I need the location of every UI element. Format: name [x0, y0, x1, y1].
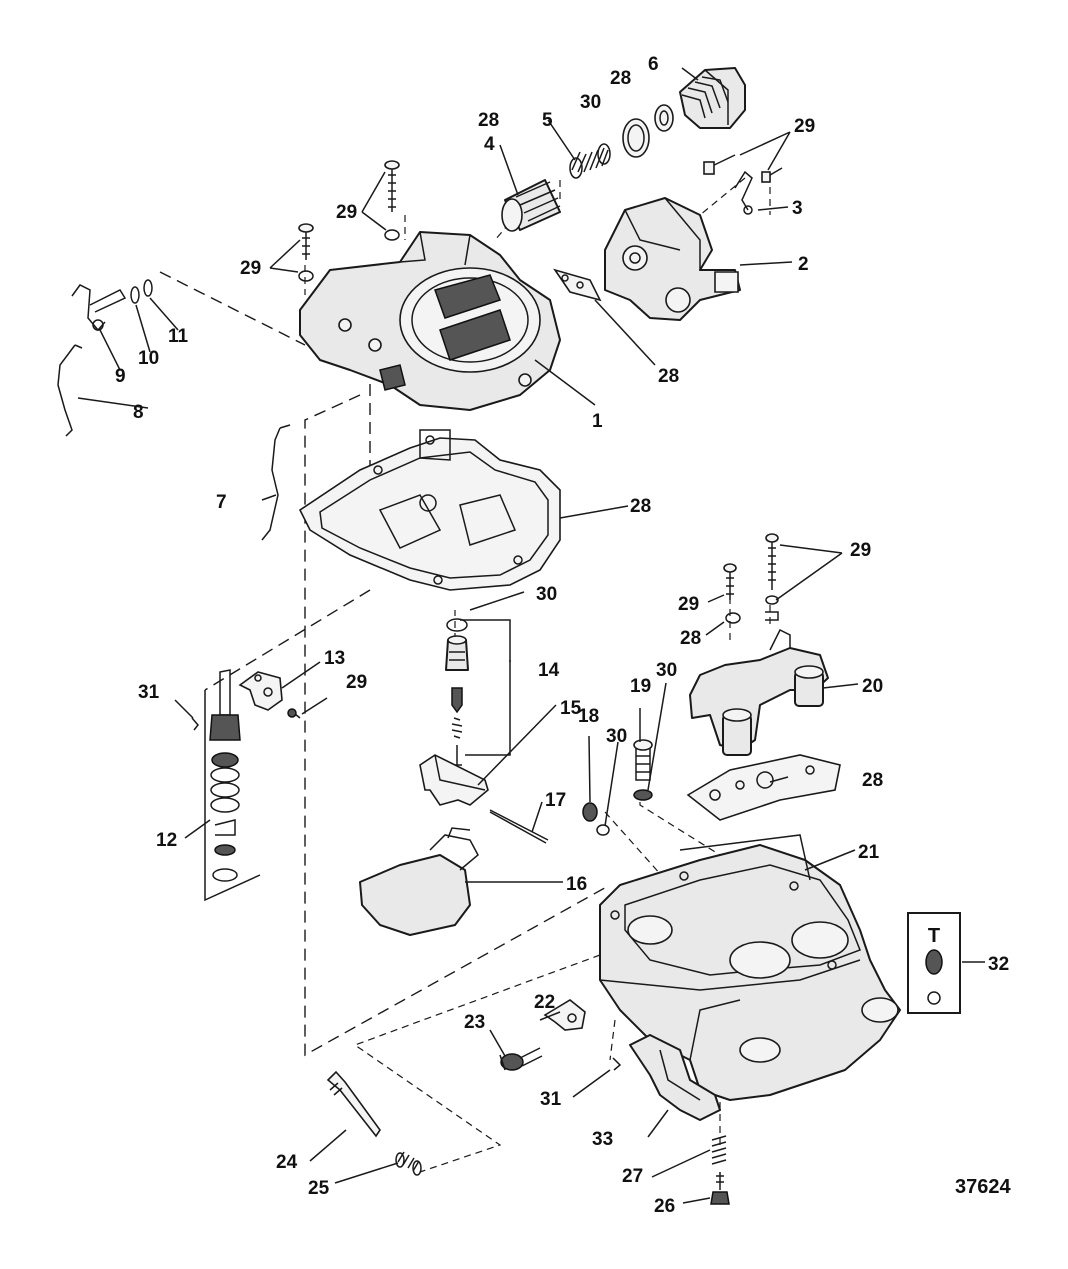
part-3-clip	[734, 170, 753, 211]
callout-13: 13	[324, 648, 345, 669]
callout-3: 3	[792, 198, 803, 219]
part-14-needle-seat	[445, 618, 511, 766]
callout-15: 15	[560, 698, 582, 719]
part-29-screws-choke	[703, 154, 783, 183]
part-12-pump-assembly	[204, 669, 261, 902]
part-30-gasket-top	[622, 118, 650, 158]
callout-31-left: 31	[138, 682, 160, 703]
callout-30-top: 30	[580, 92, 601, 113]
callout-29-airhorn-left: 29	[240, 258, 261, 279]
callout-29-venturi-left: 29	[678, 594, 699, 615]
callout-8: 8	[133, 402, 144, 423]
part-30-gasket-19	[633, 789, 653, 801]
part-21-float-bowl	[599, 834, 901, 1101]
callout-28-choke-gasket: 28	[658, 366, 679, 387]
callout-29-venturi-right: 29	[850, 540, 871, 561]
callout-10: 10	[138, 348, 159, 369]
part-28-washer-top	[654, 104, 674, 132]
callout-21: 21	[858, 842, 880, 863]
callout-29-pump: 29	[346, 672, 367, 693]
callout-9: 9	[115, 366, 126, 387]
callout-leaders	[77, 67, 859, 1204]
part-25-spring	[395, 1151, 422, 1176]
callout-20: 20	[862, 676, 883, 697]
callout-32: 32	[988, 954, 1009, 975]
part-24-mixture-needle	[326, 1070, 381, 1138]
callout-28-main-gasket: 28	[630, 496, 651, 517]
callout-27: 27	[622, 1166, 643, 1187]
part-22-fast-idle-cam	[543, 999, 586, 1031]
callout-23: 23	[464, 1012, 485, 1033]
callout-6: 6	[648, 54, 659, 75]
callout-12: 12	[156, 830, 177, 851]
callout-29-choke: 29	[794, 116, 815, 137]
part-11-clip	[143, 279, 153, 297]
part-20-venturi-cluster	[689, 628, 829, 756]
part-31-clip-lower	[612, 1057, 622, 1071]
kit-box-letter: T	[928, 925, 940, 947]
callout-30-plug18: 30	[606, 726, 627, 747]
part-16-float	[359, 827, 479, 936]
part-29-screws-venturi	[723, 533, 779, 621]
callout-28-top: 28	[610, 68, 631, 89]
part-9-lever	[71, 284, 127, 332]
part-5-spring	[569, 143, 611, 179]
part-13-pump-lever-bracket	[238, 671, 283, 711]
callout-30-jet19: 30	[656, 660, 677, 681]
part-4-fuel-filter	[501, 179, 561, 232]
part-32-kit-box: T	[907, 912, 985, 1014]
part-6-inlet-fitting	[679, 67, 746, 129]
callout-33: 33	[592, 1129, 613, 1150]
part-10-washer	[130, 286, 140, 304]
callout-26: 26	[654, 1196, 675, 1217]
callout-16: 16	[566, 874, 587, 895]
figure-number: 37624	[955, 1176, 1011, 1198]
part-1-air-horn	[299, 231, 561, 411]
part-30-gasket-18	[596, 824, 610, 836]
callout-22: 22	[534, 992, 555, 1013]
part-17-float-pin	[489, 809, 549, 841]
callout-30-needle: 30	[536, 584, 557, 605]
callout-5: 5	[542, 110, 553, 131]
callout-1: 1	[592, 411, 603, 432]
part-23-idle-screw	[499, 1047, 543, 1071]
callout-4: 4	[484, 134, 495, 155]
part-19-jet	[633, 739, 653, 781]
callout-7: 7	[216, 492, 227, 513]
part-15-float-hinge	[419, 754, 489, 806]
callout-labels: 1 2 3 4 5 6 7 8 9 10 11 12 13 14 15 16 1…	[115, 54, 1009, 1217]
part-31-clip-left	[191, 717, 199, 731]
part-8-choke-rod	[57, 344, 76, 437]
part-28-main-gasket	[298, 429, 561, 591]
callout-2: 2	[798, 254, 809, 275]
part-18-plug	[582, 802, 598, 822]
part-2-choke-housing	[604, 197, 741, 321]
callout-17: 17	[545, 790, 566, 811]
callout-28-venturi-gasket: 28	[862, 770, 883, 791]
callout-28-venturi-washer: 28	[680, 628, 701, 649]
callout-24: 24	[276, 1152, 298, 1173]
callout-14: 14	[538, 660, 560, 681]
callout-25: 25	[308, 1178, 330, 1199]
part-28-venturi-washer	[725, 612, 741, 624]
part-26-screw	[710, 1172, 730, 1205]
part-27-spring	[711, 1135, 727, 1165]
callout-31-lower: 31	[540, 1089, 562, 1110]
part-29-screws-airhorn	[298, 160, 400, 282]
callout-29-airhorn-top: 29	[336, 202, 357, 223]
callout-19: 19	[630, 676, 651, 697]
callout-18: 18	[578, 706, 599, 727]
part-7-pump-rod	[261, 427, 281, 541]
callout-28-filter: 28	[478, 110, 499, 131]
part-33-throttle-lever	[629, 1034, 721, 1121]
callout-11: 11	[168, 326, 189, 347]
